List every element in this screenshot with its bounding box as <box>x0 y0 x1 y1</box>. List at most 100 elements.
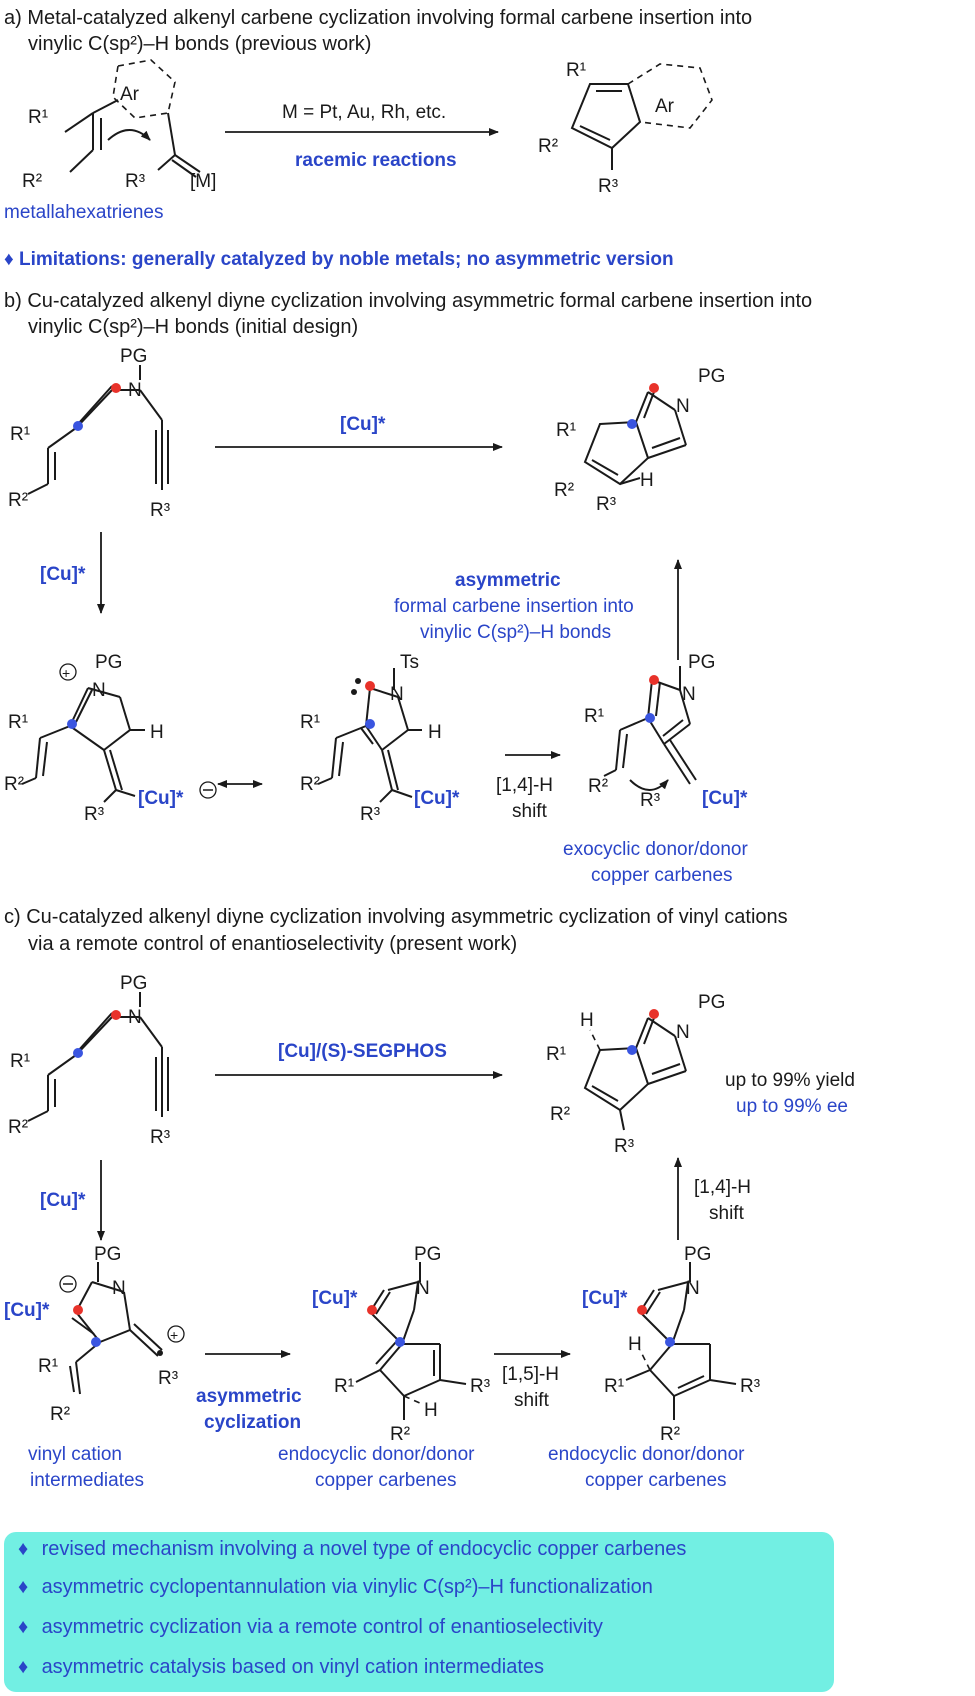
label-pg: PG <box>688 652 715 673</box>
label-pg: PG <box>120 346 147 367</box>
vinylic-bonds-note: vinylic C(sp²)–H bonds <box>420 622 611 643</box>
label-h: H <box>424 1400 438 1421</box>
label-cu: [Cu]* <box>414 788 460 809</box>
label-r1: R¹ <box>10 1051 30 1072</box>
cu-catalyst-down-c-label: [Cu]* <box>40 1190 86 1211</box>
label-metal: [M] <box>190 171 216 192</box>
svg-text:+: + <box>62 665 70 681</box>
condition-metals: M = Pt, Au, Rh, etc. <box>282 102 446 123</box>
label-n: N <box>390 684 404 705</box>
shift-14-label: [1,4]-H <box>496 775 553 796</box>
vinyl-cation-intermediate: + <box>59 1262 185 1395</box>
diamond-bullet-icon: ♦ <box>18 1656 29 1678</box>
label-h: H <box>640 470 654 491</box>
label-n: N <box>676 1022 690 1043</box>
label-r1: R¹ <box>28 107 48 128</box>
label-r3: R³ <box>84 804 104 825</box>
limitation-note: ♦ Limitations: generally catalyzed by no… <box>4 249 674 270</box>
label-r3: R³ <box>470 1376 490 1397</box>
label-r3: R³ <box>158 1368 178 1389</box>
exocyclic-caption-2: copper carbenes <box>591 865 733 886</box>
section-b-heading-2: vinylic C(sp²)–H bonds (initial design) <box>28 316 358 338</box>
label-r2: R² <box>538 136 558 157</box>
label-r3: R³ <box>150 1127 170 1148</box>
exocyclic-caption-1: exocyclic donor/donor <box>563 839 748 860</box>
label-h: H <box>428 722 442 743</box>
bicyclic-product-structure-b <box>583 383 687 486</box>
label-pg: PG <box>684 1244 711 1265</box>
asymmetric-note: asymmetric <box>455 570 561 591</box>
highlight-item: ♦ asymmetric cyclopentannulation via vin… <box>18 1576 653 1599</box>
metallahexatrienes-caption: metallahexatrienes <box>4 202 163 223</box>
label-h: H <box>628 1334 642 1355</box>
yield-label: up to 99% yield <box>725 1070 855 1091</box>
zwitterion-intermediate-b: + <box>21 663 145 803</box>
endocyclic-carbene-structure-1 <box>355 1262 467 1420</box>
label-r2: R² <box>390 1424 410 1445</box>
label-r3: R³ <box>640 790 660 811</box>
label-pg: PG <box>698 992 725 1013</box>
asym-cyclization-word-1: asymmetric <box>196 1386 302 1407</box>
label-r1: R¹ <box>566 60 586 81</box>
highlight-text: asymmetric cyclopentannulation via vinyl… <box>41 1576 653 1598</box>
shift-14-word: shift <box>512 801 548 822</box>
label-r1: R¹ <box>546 1044 566 1065</box>
label-n: N <box>682 684 696 705</box>
label-r1: R¹ <box>38 1356 58 1377</box>
label-r3: R³ <box>598 176 618 197</box>
label-r3: R³ <box>740 1376 760 1397</box>
label-r2: R² <box>554 480 574 501</box>
highlight-item: ♦ revised mechanism involving a novel ty… <box>18 1538 686 1561</box>
label-ar: Ar <box>120 84 140 105</box>
label-cu: [Cu]* <box>702 788 748 809</box>
highlight-item: ♦ asymmetric catalysis based on vinyl ca… <box>18 1656 544 1679</box>
exocyclic-carbene-structure <box>603 666 697 791</box>
label-cu: [Cu]* <box>4 1300 50 1321</box>
asym-cyclization-word-2: cyclization <box>204 1412 301 1433</box>
vinyl-cation-caption-2: intermediates <box>30 1470 144 1491</box>
label-r1: R¹ <box>556 420 576 441</box>
label-r3: R³ <box>614 1136 634 1157</box>
label-h: H <box>580 1010 594 1031</box>
alkenyl-diyne-structure-b <box>27 365 169 495</box>
shift-14-c-word: shift <box>709 1203 745 1224</box>
diamond-bullet-icon: ♦ <box>18 1616 29 1638</box>
label-r2: R² <box>22 171 42 192</box>
label-n: N <box>128 380 142 401</box>
endocyclic-carbene-structure-2 <box>625 1262 737 1420</box>
carbene-resonance-intermediate-b <box>317 668 422 803</box>
label-r2: R² <box>8 490 28 511</box>
bicyclic-product-structure-c <box>583 1009 687 1131</box>
label-r2: R² <box>588 776 608 797</box>
label-r3: R³ <box>360 804 380 825</box>
ee-label: up to 99% ee <box>736 1096 848 1117</box>
label-n: N <box>92 680 106 701</box>
label-r2: R² <box>550 1104 570 1125</box>
cu-catalyst-down-label: [Cu]* <box>40 564 86 585</box>
label-pg: PG <box>120 973 147 994</box>
label-r3: R³ <box>596 494 616 515</box>
label-cu: [Cu]* <box>138 788 184 809</box>
label-pg: PG <box>698 366 725 387</box>
vinyl-cation-caption-1: vinyl cation <box>28 1444 122 1465</box>
label-r3: R³ <box>150 500 170 521</box>
label-n: N <box>686 1278 700 1299</box>
label-r1: R¹ <box>334 1376 354 1397</box>
label-r2: R² <box>4 774 24 795</box>
label-n: N <box>128 1007 142 1028</box>
label-pg: PG <box>414 1244 441 1265</box>
svg-text:+: + <box>170 1327 178 1343</box>
endocyclic-caption-1: endocyclic donor/donor <box>278 1444 475 1465</box>
segphos-catalyst-label: [Cu]/(S)-SEGPHOS <box>278 1041 447 1062</box>
diamond-bullet-icon: ♦ <box>18 1576 29 1598</box>
label-r1: R¹ <box>300 712 320 733</box>
shift-15-label: [1,5]-H <box>502 1364 559 1385</box>
label-r1: R¹ <box>604 1376 624 1397</box>
label-pg: PG <box>94 1244 121 1265</box>
indene-product-structure <box>570 63 713 170</box>
endocyclic-caption-2: copper carbenes <box>315 1470 457 1491</box>
section-b-heading-1: b) Cu-catalyzed alkenyl diyne cyclizatio… <box>4 290 812 312</box>
highlights-panel: ♦ revised mechanism involving a novel ty… <box>4 1532 834 1692</box>
cu-catalyst-label: [Cu]* <box>340 414 386 435</box>
